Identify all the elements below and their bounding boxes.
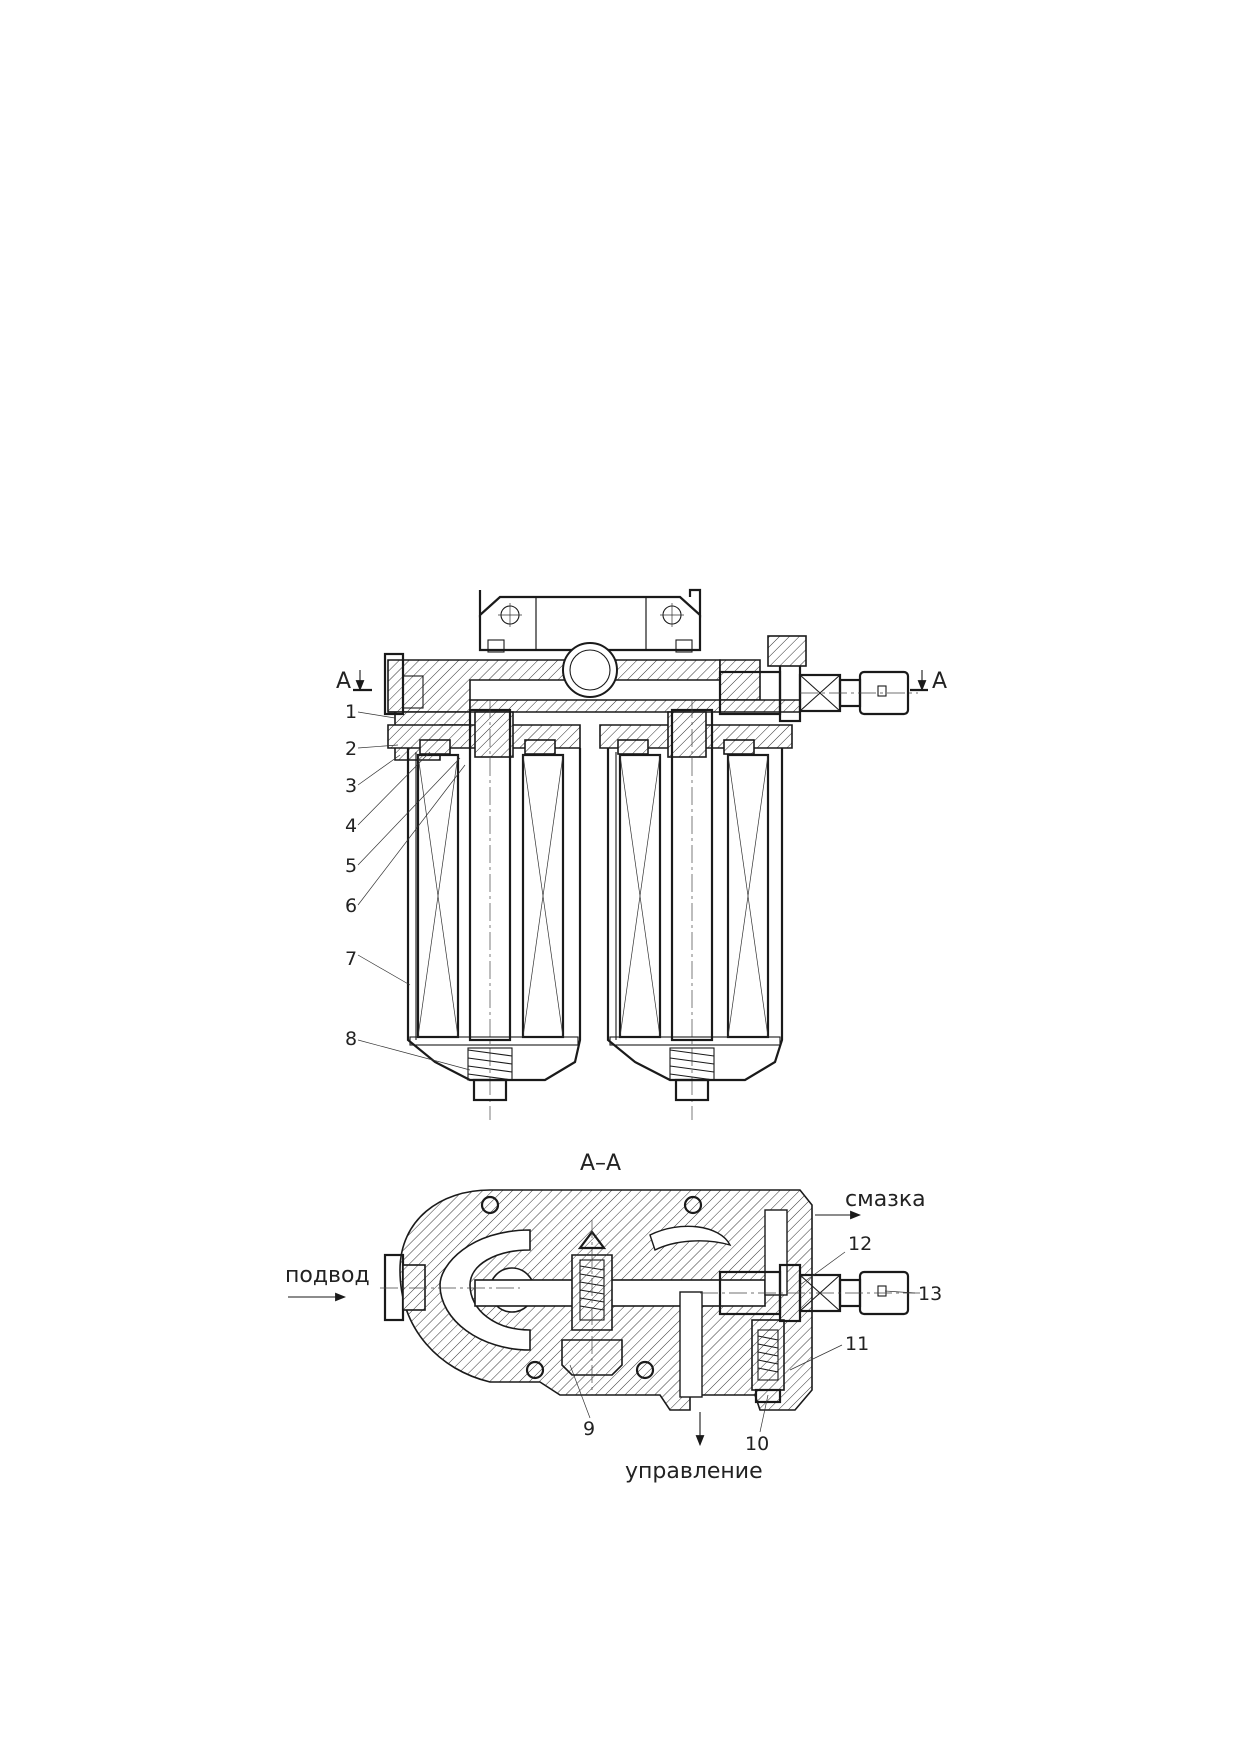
flow-control: управление [625, 1412, 763, 1484]
check-valve [751, 1319, 785, 1404]
callout-12: 12 [848, 1233, 872, 1255]
callout-13: 13 [918, 1283, 942, 1305]
label-control: управление [625, 1459, 763, 1484]
callout-10: 10 [745, 1433, 769, 1455]
drain-plug-left [472, 1078, 508, 1102]
relief-valve [561, 1220, 623, 1395]
section-mark-right: A [800, 669, 947, 694]
filter-elevation-view: A A 1 2 3 4 5 6 7 8 [336, 588, 947, 1120]
callout-8: 8 [345, 1028, 357, 1050]
drain-plug-right [674, 1078, 710, 1102]
callouts-lower: 9 10 11 12 13 [569, 1233, 942, 1455]
callout-3: 3 [345, 775, 357, 797]
label-lubrication: смазка [845, 1187, 926, 1212]
callout-9: 9 [583, 1418, 595, 1440]
callout-4: 4 [345, 815, 357, 837]
filter-bowl-right [606, 700, 784, 1120]
filter-bowl-left [406, 700, 582, 1120]
callout-11: 11 [845, 1333, 869, 1355]
callouts-upper: 1 2 3 4 5 6 7 8 [345, 701, 471, 1071]
section-aa-view: А–А [285, 1151, 942, 1484]
section-letter-right: A [932, 669, 947, 694]
callout-2: 2 [345, 738, 357, 760]
mounting-bracket [478, 588, 702, 653]
callout-7: 7 [345, 948, 357, 970]
callout-6: 6 [345, 895, 357, 917]
label-inlet: подвод [285, 1263, 370, 1288]
section-title: А–А [580, 1151, 621, 1176]
outlet-fitting [718, 635, 910, 723]
outlet-fitting-section [700, 1263, 920, 1323]
callout-1: 1 [345, 701, 357, 723]
flow-lubrication: смазка [815, 1187, 926, 1220]
section-letter-left: A [336, 669, 351, 694]
callout-5: 5 [345, 855, 357, 877]
flow-inlet: подвод [285, 1263, 370, 1302]
section-mark-left: A [336, 669, 372, 694]
